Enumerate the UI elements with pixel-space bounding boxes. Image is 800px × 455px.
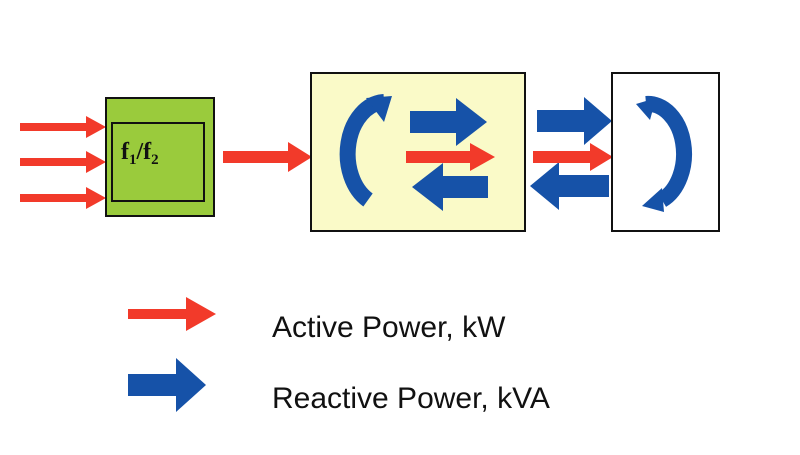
legend-reactive-arrow-icon (128, 358, 206, 412)
red-arrow-icon (20, 187, 106, 209)
frequency-converter (105, 97, 215, 217)
blue-arrow-icon (530, 162, 609, 210)
red-arrow-icon (20, 151, 106, 173)
input-active-arrows (20, 116, 106, 209)
red-arrow-icon (533, 143, 613, 171)
red-arrow-icon (406, 143, 495, 171)
converter-inner-box (111, 122, 205, 202)
blue-arrow-icon (410, 98, 487, 146)
legend-reactive-label: Reactive Power, kVA (272, 382, 550, 415)
legend-active-arrow-icon (128, 297, 216, 331)
legend-active-label: Active Power, kW (272, 311, 506, 344)
red-arrow-icon (223, 142, 312, 172)
blue-arrow-icon (412, 163, 488, 211)
circular-arrow-icon (636, 95, 693, 212)
circular-arrow-icon (339, 94, 392, 207)
load-box (611, 72, 720, 232)
blue-arrow-icon (537, 97, 612, 145)
red-arrow-icon (20, 116, 106, 138)
frequency-ratio-label: f1/f2 (121, 139, 159, 168)
